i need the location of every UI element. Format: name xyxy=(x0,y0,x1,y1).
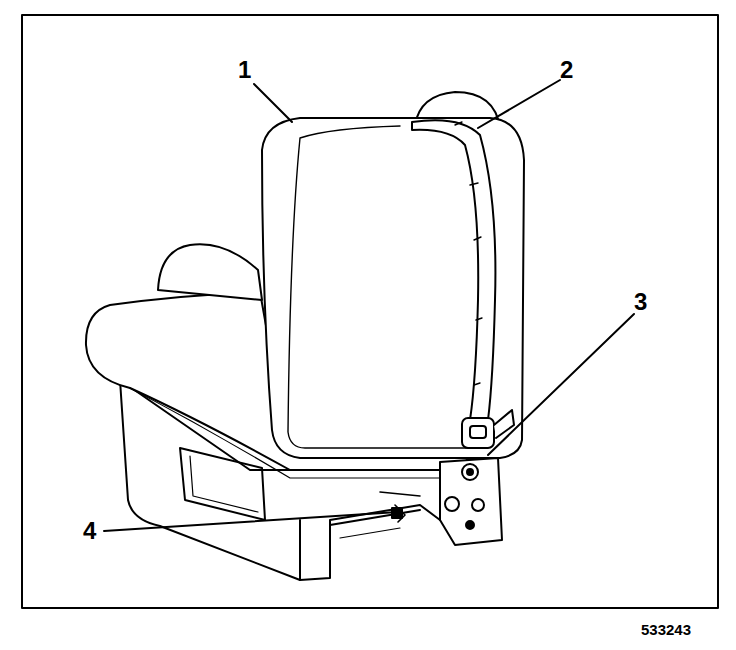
buckle-slot xyxy=(470,426,486,438)
backrest-panel xyxy=(288,126,470,448)
callout-number: 4 xyxy=(83,519,96,543)
mount-hole xyxy=(445,497,459,511)
base-panel-inner xyxy=(190,456,258,512)
leader-line xyxy=(488,314,634,455)
figure-number: 533243 xyxy=(641,622,691,637)
base-slot xyxy=(340,528,400,538)
anchor-bolt xyxy=(462,464,478,480)
seat-lever xyxy=(380,492,420,522)
mount-bolt xyxy=(466,521,474,529)
base-panel xyxy=(180,448,265,520)
anchor-bracket xyxy=(440,458,502,545)
callout-number: 2 xyxy=(560,58,573,82)
backrest xyxy=(262,118,524,458)
callout-number: 3 xyxy=(634,290,647,314)
backrest-bolster xyxy=(158,244,262,300)
seat-belt xyxy=(412,120,495,420)
leader-line xyxy=(478,80,560,128)
anchor-bolt-center xyxy=(467,469,473,475)
mount-hole xyxy=(472,499,484,511)
belt-stitching xyxy=(455,122,482,385)
belt-buckle xyxy=(462,418,494,448)
frame-border xyxy=(22,15,718,608)
base-edge xyxy=(300,510,420,580)
leader-line xyxy=(254,84,292,122)
leader-line xyxy=(104,512,398,531)
callout-number: 1 xyxy=(238,58,251,82)
